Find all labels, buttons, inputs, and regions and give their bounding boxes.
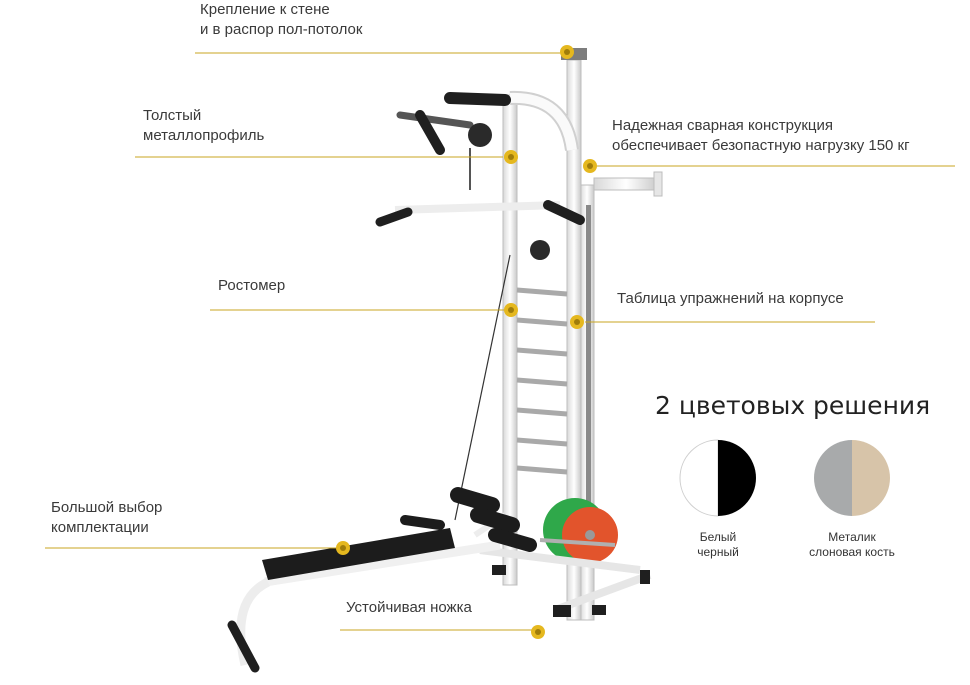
pullup-handle	[444, 92, 511, 106]
cable-column	[586, 205, 591, 545]
upper-pulley	[468, 123, 492, 147]
caption-line: Белый	[699, 530, 737, 544]
lower-pulley	[530, 240, 550, 260]
cable	[454, 254, 511, 521]
callout-line: Устойчивая ножка	[346, 599, 472, 616]
front-upright	[502, 94, 518, 586]
callout-welded: Надежная сварная конструкция обеспечивае…	[612, 116, 910, 156]
callout-stable-leg: Устойчивая ножка	[346, 598, 472, 618]
leg-roller	[450, 487, 500, 513]
caption-line: Металик	[828, 530, 876, 544]
caption-line: черный	[697, 545, 739, 559]
callout-line: комплектации	[51, 519, 149, 536]
callout-line: обеспечивает безопастную нагрузку 150 кг	[612, 137, 910, 154]
callout-line: Толстый	[143, 107, 202, 124]
bench-pad	[262, 528, 455, 580]
ladder-rungs	[516, 287, 568, 475]
caption-line: слоновая кость	[809, 545, 895, 559]
callout-line: металлопрофиль	[143, 127, 265, 144]
colors-heading: 2 цветовых решения	[655, 391, 931, 420]
callout-line: и в распор пол-потолок	[200, 21, 363, 38]
callout-exercise-table: Таблица упражнений на корпусе	[617, 289, 844, 309]
callout-wall-mount: Крепление к стене и в распор пол-потолок	[200, 0, 362, 40]
swatch-caption-white-black: Белый черный	[663, 530, 773, 560]
callout-configuration: Большой выбор комплектации	[51, 498, 162, 538]
callout-line: Ростомер	[218, 277, 286, 294]
callout-line: Надежная сварная конструкция	[612, 117, 834, 134]
callout-markers	[336, 45, 597, 639]
callout-line: Таблица упражнений на корпусе	[617, 290, 844, 307]
swatch-caption-metal-ivory: Металик слоновая кость	[797, 530, 907, 560]
callout-height-meter: Ростомер	[218, 276, 285, 296]
bench-frame	[264, 540, 501, 587]
callout-thick-profile: Толстый металлопрофиль	[143, 106, 264, 146]
base-frame	[553, 571, 652, 614]
wall-bracket	[593, 177, 659, 191]
color-swatch-metal-ivory	[814, 440, 890, 516]
lat-bar	[394, 201, 561, 214]
callout-line: Большой выбор	[51, 499, 163, 516]
callout-line: Крепление к стене	[200, 1, 330, 18]
color-swatch-white-black	[679, 439, 756, 517]
